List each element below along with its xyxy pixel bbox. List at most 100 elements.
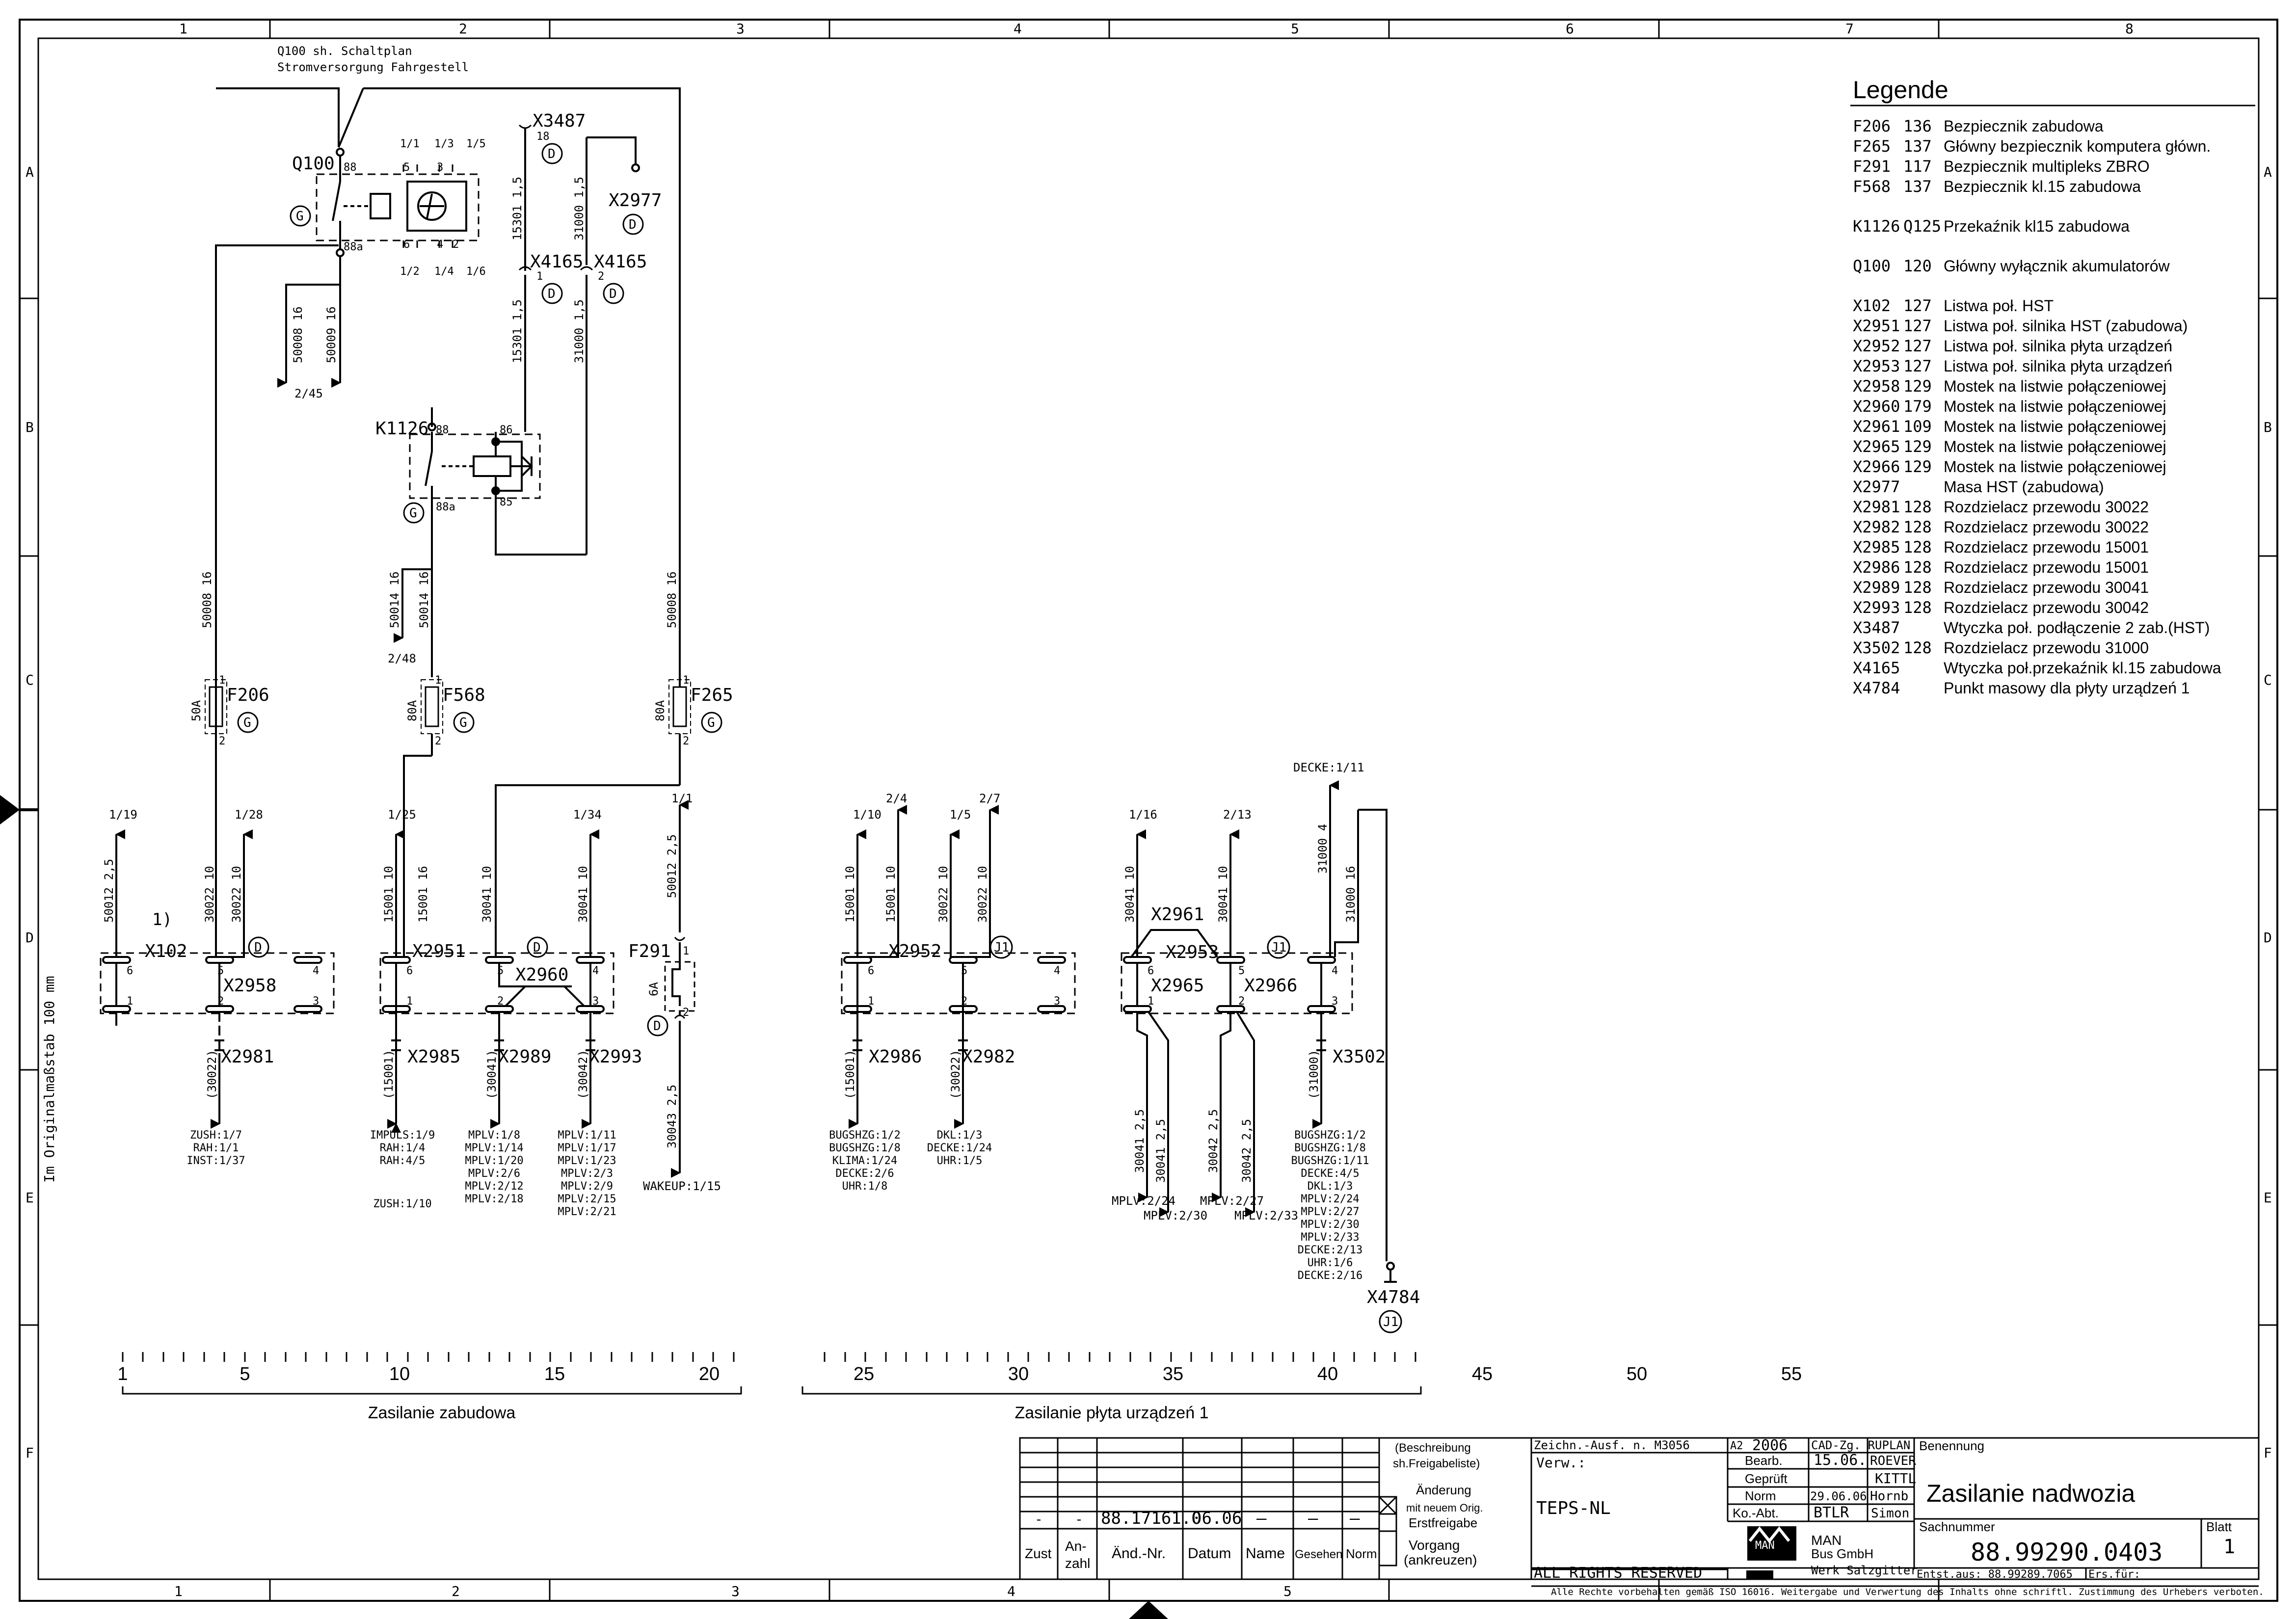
row-label: C: [26, 672, 34, 688]
legend-ref: 128: [1903, 558, 1932, 577]
wire-label: 30042 2,5: [1206, 1109, 1220, 1173]
wire-label: (15001): [382, 1050, 396, 1099]
tb-year: 2006: [1752, 1437, 1788, 1454]
pin: 85: [500, 496, 513, 508]
legend-code: X4165: [1853, 659, 1900, 677]
legend-ref: 137: [1903, 137, 1932, 156]
legend-desc: Mostek na listwie połączeniowej: [1944, 377, 2166, 395]
ruler-label: 1: [117, 1364, 128, 1384]
tb-h-datum: Datum: [1188, 1545, 1231, 1562]
pin: 2: [435, 735, 441, 747]
pin: 3: [1054, 995, 1060, 1008]
dest-item: DECKE:2/16: [1298, 1270, 1362, 1282]
terminal-blocks: [100, 780, 1397, 1283]
pin: 1: [536, 270, 543, 283]
legend-ref: 129: [1903, 377, 1932, 396]
legend-desc: Masa HST (zabudowa): [1944, 478, 2104, 496]
dest-item: RAH:1/1: [193, 1142, 239, 1154]
pin: 2: [1238, 995, 1245, 1008]
ref: WAKEUP:1/15: [643, 1179, 721, 1193]
legend-desc: Mostek na listwie połączeniowej: [1944, 438, 2166, 455]
marker-j1: J1: [1271, 940, 1286, 955]
label-x2965: X2965: [1151, 976, 1204, 996]
ref: 2/13: [1223, 808, 1252, 822]
legend-code: X2958: [1853, 377, 1900, 396]
legend-code: X2953: [1853, 357, 1900, 375]
pin: 6: [1148, 965, 1154, 977]
pin: 5: [403, 161, 410, 174]
wire-labels: 50008 16 50008 16 50009 16 15301 1,5 153…: [102, 177, 1358, 1183]
legend-code: X2952: [1853, 337, 1900, 355]
wire-label: 15001 16: [416, 866, 430, 923]
legend-code: X2965: [1853, 437, 1900, 456]
row-label: B: [2264, 419, 2272, 435]
row-label: A: [26, 164, 34, 180]
dest-item: MPLV:2/3: [561, 1168, 613, 1180]
rights-notice: Alle Rechte vorbehalten gemäß ISO 16016.…: [1551, 1587, 2264, 1597]
dest-item: BUGSHZG:1/8: [829, 1142, 901, 1154]
pin: 1: [683, 674, 689, 687]
pin: 18: [536, 131, 550, 143]
wire-label: 30041 2,5: [1133, 1109, 1147, 1173]
ruler-label: 20: [699, 1364, 720, 1384]
wire-label: 50012 2,5: [102, 859, 116, 923]
legend-ref: 127: [1903, 357, 1932, 375]
ruler-labels: 1 5 10 15 20 25 30 35 40 45 50 55 Zasila…: [117, 1364, 1802, 1422]
tb-h-aend: Änd.-Nr.: [1112, 1545, 1166, 1562]
ref: 1/16: [1129, 808, 1157, 822]
tb-geprueft: Geprüft: [1745, 1471, 1788, 1486]
tb-h-gesehen: Gesehen: [1295, 1548, 1342, 1561]
rating-f206: 50A: [189, 700, 203, 721]
pin: 5: [217, 965, 224, 977]
ref: 1/25: [388, 808, 416, 822]
man-logo-graphic: [1746, 1526, 1796, 1579]
tb-aenderung: Änderung: [1416, 1483, 1471, 1497]
dest-item: DECKE:2/6: [835, 1168, 894, 1180]
wire-label: (30042): [576, 1050, 590, 1099]
row-label: F: [26, 1445, 34, 1461]
pin: 1: [435, 674, 441, 687]
pin: 2: [219, 735, 225, 747]
legend-code: X2989: [1853, 578, 1900, 597]
wire-label: 30041 10: [576, 866, 590, 923]
col-label: 5: [1291, 21, 1299, 37]
legend-ref: 137: [1903, 177, 1932, 196]
tb-h-anzahl2: zahl: [1065, 1556, 1090, 1571]
wire-label: 50014 16: [417, 571, 431, 628]
dest-item: MPLV:1/11: [558, 1129, 616, 1141]
tb-entst: Entst.aus: 88.99289.7065: [1917, 1568, 2073, 1581]
tb-project: TEPS-NL: [1536, 1498, 1611, 1518]
rev-date: 06.06: [1192, 1509, 1242, 1528]
marker-d: D: [653, 1019, 661, 1034]
pin: 2: [217, 995, 224, 1008]
ref: 1/1: [671, 792, 693, 805]
tb-koabt: Ko.-Abt.: [1733, 1506, 1779, 1520]
ref: MPLV:2/24: [1112, 1194, 1175, 1208]
tb-norm-name: Hornb: [1870, 1489, 1908, 1504]
legend-title: Legende: [1853, 76, 1949, 104]
legend-desc: Wtyczka poł. podłączenie 2 zab.(HST): [1944, 619, 2210, 637]
col-label: 4: [1014, 21, 1022, 37]
frame-grid-labels: 1 2 3 4 5 6 7 8 1 2 3 4 5 A B C D E F A …: [26, 21, 2272, 1599]
pin: 6: [127, 965, 133, 977]
pin: 86: [500, 424, 513, 436]
label-x2985: X2985: [407, 1047, 460, 1067]
pin: 3: [313, 995, 319, 1008]
pin: 88: [344, 161, 357, 174]
wire-label: 50008 16: [200, 571, 214, 628]
tb-bearb-date: 15.06.: [1814, 1452, 1867, 1469]
legend-code: Q100: [1853, 257, 1891, 275]
pin: 1/3: [434, 138, 454, 150]
pin: 3: [1332, 995, 1338, 1008]
tb-company3: Werk Salzgitter: [1811, 1564, 1918, 1577]
wire-label: 50014 16: [388, 571, 401, 628]
